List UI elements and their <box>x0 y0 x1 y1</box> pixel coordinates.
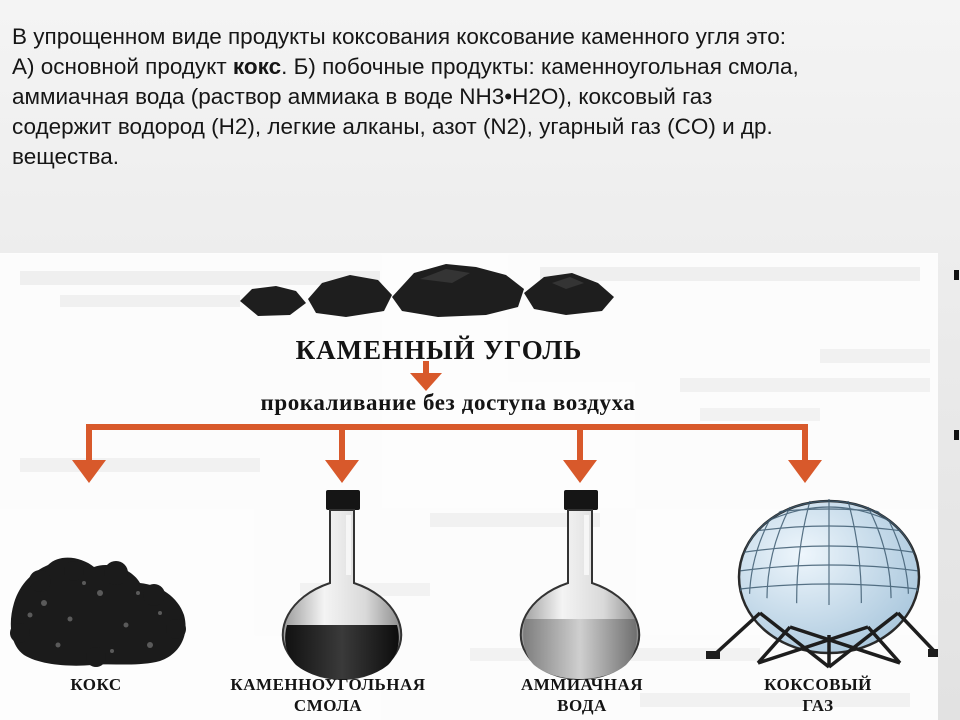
intro-line-1: В упрощенном виде продукты коксования ко… <box>12 24 786 49</box>
intro-line-2: А) основной продукт кокс. Б) побочные пр… <box>12 52 948 82</box>
coke-pores <box>27 581 162 653</box>
intro-line-3: аммиачная вода (раствор аммиака в воде N… <box>12 84 713 109</box>
product-label-gas-line1: КОКСОВЫЙ <box>764 675 872 694</box>
intro-line-2-suffix: . Б) побочные продукты: каменноугольная … <box>281 54 799 79</box>
branch-arrows <box>72 424 822 483</box>
source-arrow <box>410 361 442 391</box>
intro-line-5: вещества. <box>12 144 120 169</box>
sphere-supports <box>712 611 938 669</box>
product-label-tar-line2: СМОЛА <box>294 696 362 715</box>
intro-text: В упрощенном виде продукты коксования ко… <box>12 22 948 172</box>
intro-keyword-coke: кокс <box>232 54 282 79</box>
product-label-water-line1: АММИАЧНАЯ <box>521 675 643 694</box>
product-label-tar-line1: КАМЕННОУГОЛЬНАЯ <box>230 675 425 694</box>
product-label-coke: КОКС <box>70 675 121 694</box>
intro-line-2-prefix: А) основной продукт <box>12 54 233 79</box>
intro-line-4: содержит водород (H2), легкие алканы, аз… <box>12 114 773 139</box>
coking-diagram-svg: КАМЕННЫЙ УГОЛЬ прокаливание без доступа … <box>0 253 938 720</box>
coking-diagram: КАМЕННЫЙ УГОЛЬ прокаливание без доступа … <box>0 253 938 720</box>
coke-pile-icon <box>10 557 186 667</box>
product-label-water-line2: ВОДА <box>557 696 607 715</box>
sphere-grid <box>740 499 918 605</box>
edge-marks <box>954 270 959 440</box>
flask-ammonia-water-icon <box>519 490 641 681</box>
process-label: прокаливание без доступа воздуха <box>260 390 635 415</box>
product-label-gas-line2: ГАЗ <box>802 696 833 715</box>
gas-holder-sphere-icon <box>706 499 938 669</box>
source-label: КАМЕННЫЙ УГОЛЬ <box>296 335 583 365</box>
flask-tar-icon <box>281 490 403 681</box>
coal-highlights <box>420 269 584 289</box>
